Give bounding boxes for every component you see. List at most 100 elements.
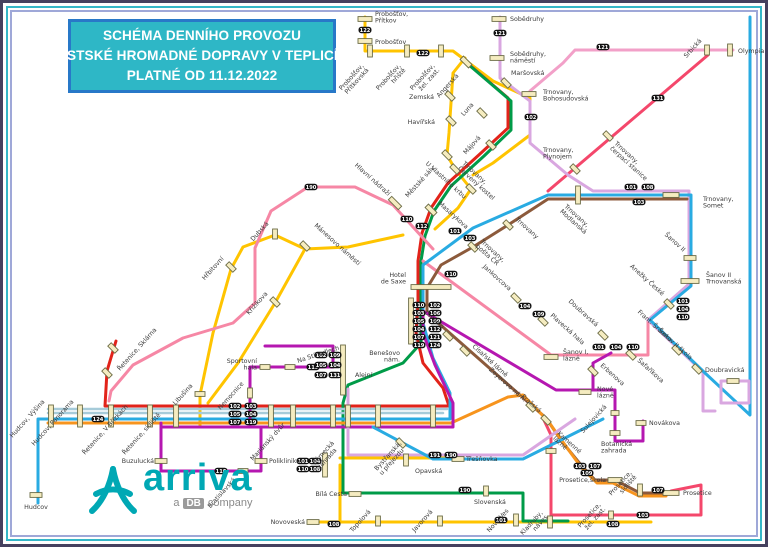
line-badge-number: 105 (414, 319, 425, 325)
stop-label: Novákova (649, 419, 680, 427)
line-badge-number: 110 (414, 303, 425, 309)
arriva-subline: a DB company (173, 497, 252, 509)
stop-label: Prosetice,žel. zast. (577, 502, 608, 534)
line-badge-number: 104 (678, 307, 689, 313)
stop-marker (375, 515, 381, 527)
line-badge (244, 410, 258, 418)
arriva-logo-icon (87, 461, 139, 522)
stop-marker (410, 284, 452, 290)
stop-marker (485, 139, 497, 151)
line-badge-number: 131 (330, 373, 341, 379)
stop-label: Probošťov (375, 37, 406, 46)
stop-marker (597, 329, 609, 341)
line-badge (400, 215, 414, 223)
stop-marker (575, 185, 581, 205)
stop-marker (476, 107, 488, 119)
stop-marker (194, 391, 206, 397)
stop-marker (268, 404, 274, 428)
line-badge-number: 121 (430, 335, 441, 341)
stop-marker (284, 364, 296, 370)
stop-marker (441, 149, 453, 161)
line-badge-number: 131 (653, 96, 664, 102)
stop-marker (502, 219, 514, 231)
line-badge-number: 109 (430, 319, 441, 325)
stop-marker (424, 203, 438, 217)
stop-marker (510, 292, 522, 304)
stop-marker (726, 378, 740, 384)
stop-marker (587, 365, 599, 377)
line-badge-number: 104 (414, 327, 425, 333)
stop-marker (662, 490, 680, 496)
line-badge-number: 109 (534, 312, 545, 318)
line-badge-number: 101 (496, 518, 507, 524)
stop-label: Kamennélázně (551, 430, 583, 461)
stop-label: Sobědruhy,náměstí (510, 50, 546, 65)
line-badge (609, 343, 623, 351)
stop-label: Bílá Cesta (315, 490, 347, 498)
stop-marker (569, 163, 581, 175)
line-badge (676, 297, 690, 305)
line-badge (518, 302, 532, 310)
stop-marker (247, 387, 253, 399)
line-badge (588, 462, 602, 470)
stop-label: Prosetice,škola (559, 476, 606, 484)
line-badge-number: 101 (450, 229, 461, 235)
line-badge (444, 451, 458, 459)
stop-marker (29, 492, 43, 498)
line-badge-number: 119 (246, 420, 257, 426)
line-badge (304, 183, 318, 191)
stop-label: Probošťov,hřiště (374, 61, 408, 96)
line-badge-number: 124 (93, 417, 104, 423)
stop-marker (683, 255, 697, 261)
line-badge (314, 351, 328, 359)
line-badge-number: 191 (430, 453, 441, 459)
line-badge-number: 104 (310, 459, 321, 465)
stop-marker (404, 44, 410, 58)
stop-marker (299, 240, 311, 252)
stop-label: Maršovská (511, 69, 545, 77)
line-badge-number: 190 (446, 453, 457, 459)
line-badge (428, 451, 442, 459)
stop-marker (395, 437, 407, 449)
stop-marker (48, 404, 54, 428)
stop-marker (521, 91, 537, 97)
line-badge-number: 110 (402, 217, 413, 223)
stop-marker (442, 330, 454, 342)
line-badge (228, 402, 242, 410)
line-badge (412, 317, 426, 325)
route-plum-north (498, 15, 717, 413)
stop-label: Hřbitovní (200, 255, 225, 282)
line-badge-number: 190 (306, 185, 317, 191)
stop-label: Zemská (409, 93, 434, 101)
arriva-sub-company: company (207, 497, 253, 510)
line-badge-number: 108 (608, 522, 619, 528)
line-badge-number: 121 (598, 45, 609, 51)
line-badge (228, 418, 242, 426)
stop-marker (607, 477, 623, 483)
stop-label: Šanov I,lázně (563, 347, 588, 363)
line-badge (624, 183, 638, 191)
stop-marker (483, 485, 489, 497)
line-badge (592, 343, 606, 351)
stop-marker (537, 315, 549, 327)
line-badge-number: 102 (316, 353, 327, 359)
line-badge-number: 101 (626, 185, 637, 191)
stop-label: Trnovany,čerpací stanice (608, 140, 653, 183)
line-badge (415, 222, 429, 230)
stop-marker (491, 16, 507, 22)
line-badge-number: 119 (414, 343, 425, 349)
route-magenta-nove-lazne (591, 351, 613, 390)
stop-label: Havířská (408, 118, 435, 126)
line-badge (580, 469, 594, 477)
stop-label: Trnovany,Modlanská (558, 203, 593, 236)
stop-marker (465, 183, 477, 195)
stop-label: Doubravská (567, 297, 600, 328)
line-badge-number: 104 (330, 363, 341, 369)
line-badge-number: 104 (611, 345, 622, 351)
stop-marker (459, 55, 473, 69)
line-badge-number: 107 (590, 464, 601, 470)
